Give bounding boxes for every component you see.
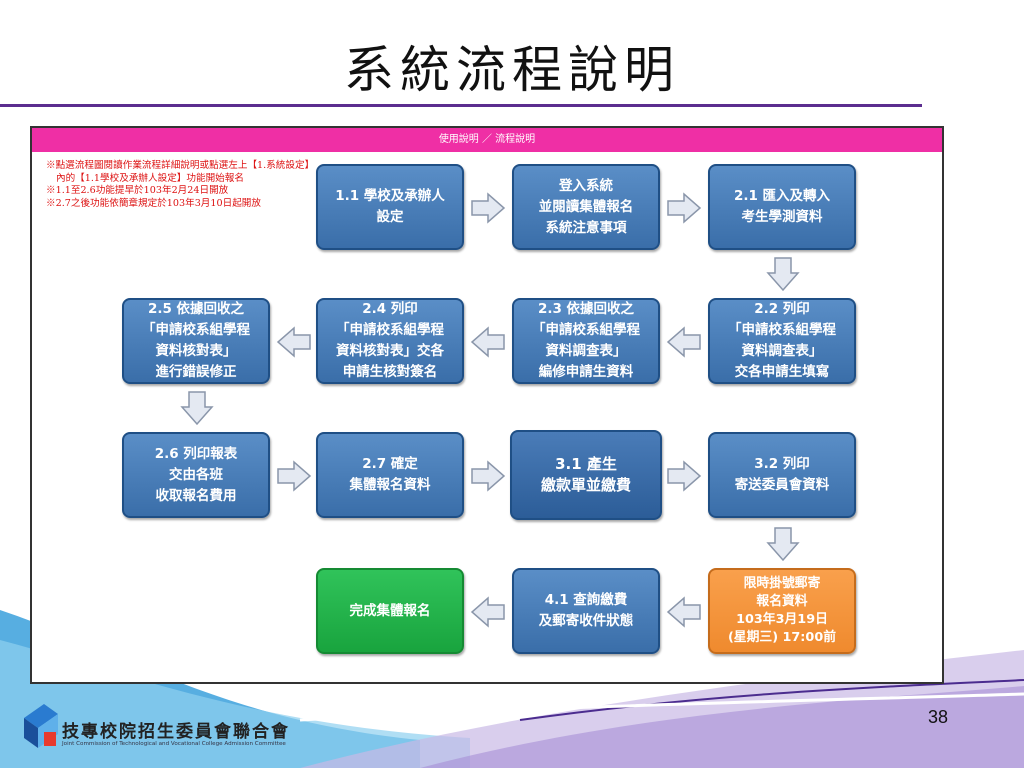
- arrow-right-icon: [667, 460, 702, 492]
- step-2-7-button[interactable]: 2.7 確定 集體報名資料: [316, 432, 464, 518]
- page-number: 38: [928, 707, 949, 727]
- step-3-2-button[interactable]: 3.2 列印 寄送委員會資料: [708, 432, 856, 518]
- arrow-right-icon: [471, 192, 506, 224]
- step-2-1-button[interactable]: 2.1 匯入及轉入 考生學測資料: [708, 164, 856, 250]
- step-2-5-button[interactable]: 2.5 依據回收之 「申請校系組學程 資料核對表」 進行錯誤修正: [122, 298, 270, 384]
- step-3-1-button[interactable]: 3.1 產生 繳款單並繳費: [510, 430, 662, 520]
- arrow-left-icon: [666, 326, 701, 358]
- step-login-button[interactable]: 登入系統 並閱讀集體報名 系統注意事項: [512, 164, 660, 250]
- mail-deadline-box[interactable]: 限時掛號郵寄 報名資料 103年3月19日 (星期三) 17:00前: [708, 568, 856, 654]
- step-2-4-button[interactable]: 2.4 列印 「申請校系組學程 資料核對表」交各 申請生核對簽名: [316, 298, 464, 384]
- arrow-down-icon: [766, 527, 800, 562]
- arrow-left-icon: [470, 326, 505, 358]
- note-item: ※點選流程圖閱讀作業流程詳細說明或點選左上【1.系統設定】內的【1.1學校及承辦…: [46, 160, 315, 184]
- arrow-left-icon: [276, 326, 311, 358]
- complete-registration-box[interactable]: 完成集體報名: [316, 568, 464, 654]
- step-2-3-button[interactable]: 2.3 依據回收之 「申請校系組學程 資料調查表」 編修申請生資料: [512, 298, 660, 384]
- step-2-6-button[interactable]: 2.6 列印報表 交由各班 收取報名費用: [122, 432, 270, 518]
- step-4-1-button[interactable]: 4.1 查詢繳費 及郵寄收件狀態: [512, 568, 660, 654]
- org-name-english: Joint Commission of Technological and Vo…: [62, 741, 286, 747]
- arrow-right-icon: [471, 460, 506, 492]
- arrow-left-icon: [470, 596, 505, 628]
- panel-header: 使用說明 ／ 流程說明: [32, 128, 942, 152]
- arrow-right-icon: [277, 460, 312, 492]
- step-2-2-button[interactable]: 2.2 列印 「申請校系組學程 資料調查表」 交各申請生填寫: [708, 298, 856, 384]
- arrow-down-icon: [180, 391, 214, 426]
- arrow-down-icon: [766, 257, 800, 292]
- step-1-1-button[interactable]: 1.1 學校及承辦人 設定: [316, 164, 464, 250]
- instruction-notes: ※點選流程圖閱讀作業流程詳細說明或點選左上【1.系統設定】內的【1.1學校及承辦…: [46, 160, 316, 210]
- flowchart-panel: 使用說明 ／ 流程說明 ※點選流程圖閱讀作業流程詳細說明或點選左上【1.系統設定…: [30, 126, 944, 684]
- note-item: ※2.7之後功能依簡章規定於103年3月10日起開放: [46, 197, 261, 209]
- arrow-right-icon: [667, 192, 702, 224]
- org-name: 技專校院招生委員會聯合會: [62, 722, 290, 742]
- slide-title: 系統流程說明: [344, 41, 680, 99]
- title-divider: [0, 104, 922, 107]
- org-logo-icon: [24, 704, 58, 748]
- arrow-left-icon: [666, 596, 701, 628]
- note-item: ※1.1至2.6功能提早於103年2月24日開放: [46, 185, 229, 196]
